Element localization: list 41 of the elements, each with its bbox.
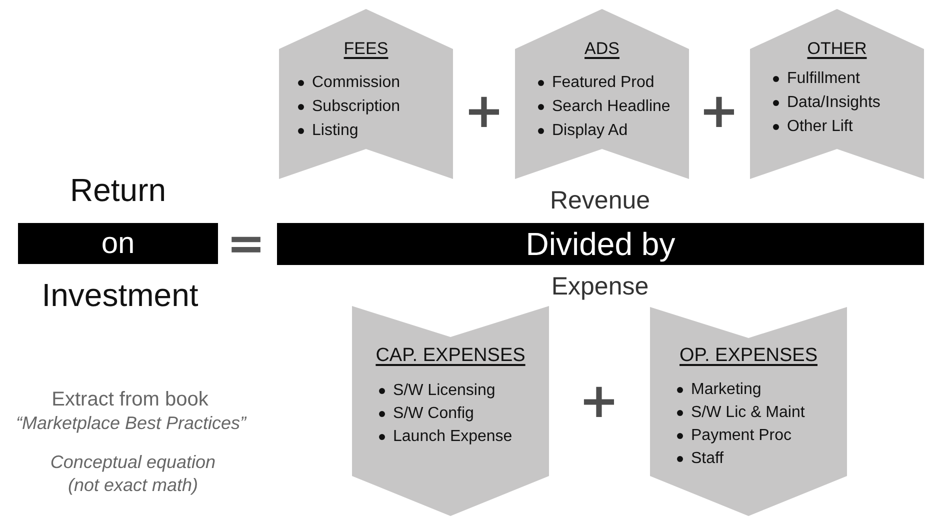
list-item: Data/Insights (787, 93, 880, 113)
book-title: “Marketplace Best Practices” (16, 412, 246, 434)
list-item: Listing (312, 121, 358, 141)
list-item: S/W Lic & Maint (691, 402, 805, 422)
term-bar (18, 223, 218, 264)
chevron-shape (750, 9, 924, 179)
term-label: Investment (42, 276, 198, 315)
chevron-shape (352, 306, 549, 516)
list-item: S/W Licensing (393, 380, 496, 400)
disclaimer-note: Conceptual equation (not exact math) (49, 451, 217, 497)
fraction-label: Expense (551, 271, 649, 302)
list-item: S/W Config (393, 404, 474, 424)
term-text: on (101, 228, 135, 258)
plus-sign: + (698, 87, 740, 135)
list-item: Subscription (312, 97, 400, 117)
source-note: Extract from book (52, 388, 208, 412)
list-item: Other Lift (787, 117, 853, 137)
category-heading: FEES (344, 39, 388, 59)
list-item: Payment Proc (691, 426, 792, 446)
category-heading: CAP. EXPENSES (376, 345, 526, 367)
list-item: Search Headline (552, 97, 670, 117)
term-bar (277, 223, 924, 265)
list-item: Launch Expense (393, 426, 512, 446)
term-label: Return (70, 171, 166, 210)
plus-sign: + (578, 377, 620, 425)
chevron-shape (279, 9, 453, 179)
chevron-shape (650, 307, 847, 516)
equals-sign: = (226, 220, 266, 266)
list-item: Commission (312, 73, 400, 93)
list-item: Marketing (691, 380, 762, 400)
plus-sign: + (464, 87, 504, 135)
chevron-shape (515, 9, 689, 179)
category-heading: OTHER (807, 39, 867, 59)
list-item: Fulfillment (787, 69, 860, 89)
list-item: Display Ad (552, 121, 628, 141)
category-heading: OP. EXPENSES (680, 345, 818, 367)
fraction-label: Revenue (550, 185, 650, 216)
category-heading: ADS (584, 39, 620, 59)
list-item: Staff (691, 448, 724, 468)
term-text: Divided by (526, 228, 676, 260)
list-item: Featured Prod (552, 73, 654, 93)
